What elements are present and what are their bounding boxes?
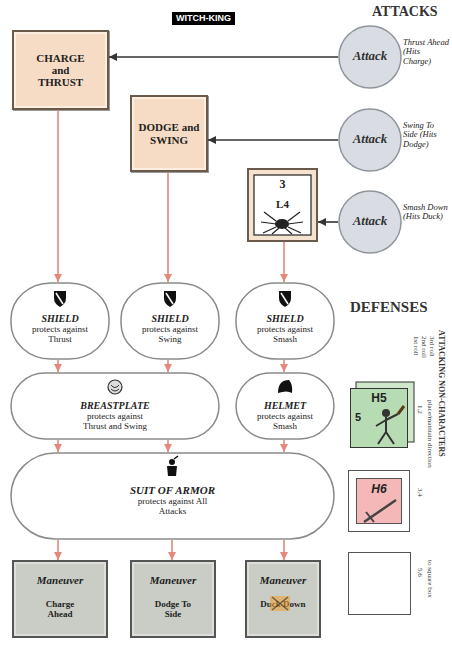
node-heading: Attack <box>338 132 402 146</box>
flow-arrow <box>283 360 285 372</box>
node-heading: Attack <box>338 49 402 63</box>
node-heading: 3 <box>249 178 316 191</box>
table-label: 1,2 <box>416 405 423 414</box>
oval-shape <box>11 373 219 439</box>
maneuver-box: ManeuverCharge Ahead <box>12 560 108 638</box>
weapon-card-face <box>349 471 409 531</box>
flow-arrow <box>208 139 338 141</box>
oval-shape <box>11 453 334 539</box>
node-text: Smash Down (Hits Duck) <box>403 203 450 222</box>
section-heading: DEFENSES <box>350 300 428 315</box>
armor-band: SUIT OF ARMORprotects against All Attack… <box>10 452 335 540</box>
table-label: to square box <box>426 560 433 598</box>
monster-box: 3L4 <box>247 168 318 242</box>
condition-box: DODGE and SWING <box>130 95 208 172</box>
table-label: 3,4 <box>416 488 423 497</box>
flow-arrow <box>167 360 169 372</box>
oval-shape <box>236 373 334 439</box>
node-heading: SUIT OF ARMOR <box>130 484 215 496</box>
node-text: protects against Smash <box>249 325 321 345</box>
node-heading: BREASTPLATE <box>80 400 149 411</box>
node-heading: Maneuver <box>150 574 196 586</box>
node-text: protects against Smash <box>249 412 321 432</box>
flow-arrow <box>283 540 285 560</box>
empty-square-box <box>349 553 411 615</box>
flow-arrow <box>57 110 59 282</box>
attack-circle-shape <box>339 109 401 171</box>
table-label: 2nd roll <box>420 336 427 358</box>
node-text: 5 <box>355 411 361 423</box>
node-heading: CHARGE and THRUST <box>30 52 92 88</box>
node-heading: H6 <box>349 483 409 496</box>
oval-shape <box>11 283 109 359</box>
node-text: Thrust Ahead (Hits Charge) <box>403 38 450 66</box>
helmet-oval: HELMETprotects against Smash <box>235 372 335 440</box>
breastplate-band: BREASTPLATEprotects against Thrust and S… <box>10 372 220 440</box>
node-text: Swing To Side (Hits Dodge) <box>403 121 450 149</box>
node-heading: Maneuver <box>260 574 306 586</box>
node-text: protects against Thrust <box>24 325 96 345</box>
table-label: 1st roll <box>412 336 419 356</box>
table-label: 3rd roll <box>428 336 435 357</box>
maneuver-box: ManeuverDuck Down <box>245 560 321 638</box>
oval-shape <box>121 283 219 359</box>
attack-circle: AttackSmash Down (Hits Duck) <box>338 190 450 254</box>
attack-circle: AttackThrust Ahead (Hits Charge) <box>338 25 450 89</box>
node-heading: SHIELD <box>151 313 188 324</box>
flow-arrow <box>57 360 59 372</box>
table-label: ATTACKING NON-CHARACTERS <box>437 330 445 457</box>
flow-arrow <box>167 172 169 282</box>
attack-circle-shape <box>339 26 401 88</box>
flow-arrow <box>171 540 173 560</box>
node-heading: Attack <box>338 214 402 228</box>
flow-arrow <box>57 440 59 452</box>
table-label: 5,6 <box>416 568 423 577</box>
node-text: protects against Thrust and Swing <box>77 412 153 432</box>
node-text: Charge Ahead <box>34 600 86 620</box>
node-heading: HELMET <box>264 400 306 411</box>
table-label: place/maintain direction <box>426 400 433 468</box>
node-text: protects against All Attacks <box>135 497 211 517</box>
weapon-card: H6 <box>348 470 410 532</box>
oval-shape <box>236 283 334 359</box>
node-heading: SHIELD <box>266 313 303 324</box>
flow-arrow <box>283 242 285 282</box>
attack-circle: AttackSwing To Side (Hits Dodge) <box>338 108 450 172</box>
flow-arrow <box>318 221 338 223</box>
node-text: L4 <box>249 198 316 210</box>
node-heading: DODGE and SWING <box>138 121 200 145</box>
node-heading: SHIELD <box>41 313 78 324</box>
condition-box: CHARGE and THRUST <box>12 30 109 110</box>
flow-arrow <box>283 440 285 452</box>
monster-card: H5 5 <box>350 388 408 448</box>
character-name-tag: WITCH-KING <box>172 12 235 25</box>
shield-oval: SHIELDprotects against Smash <box>235 282 335 360</box>
flow-arrow <box>57 540 59 560</box>
section-heading: ATTACKS <box>372 5 438 19</box>
node-text: protects against Swing <box>134 325 206 345</box>
node-heading: Maneuver <box>37 574 83 586</box>
node-heading: H5 <box>351 392 407 405</box>
flow-arrow <box>109 56 338 58</box>
shield-oval: SHIELDprotects against Thrust <box>10 282 110 360</box>
shield-oval: SHIELDprotects against Swing <box>120 282 220 360</box>
maneuver-box: ManeuverDodge To Side <box>130 560 216 638</box>
node-text: Dodge To Side <box>147 600 199 620</box>
node-text: Duck Down <box>260 600 305 610</box>
flow-arrow <box>167 440 169 452</box>
attack-circle-shape <box>339 191 401 253</box>
